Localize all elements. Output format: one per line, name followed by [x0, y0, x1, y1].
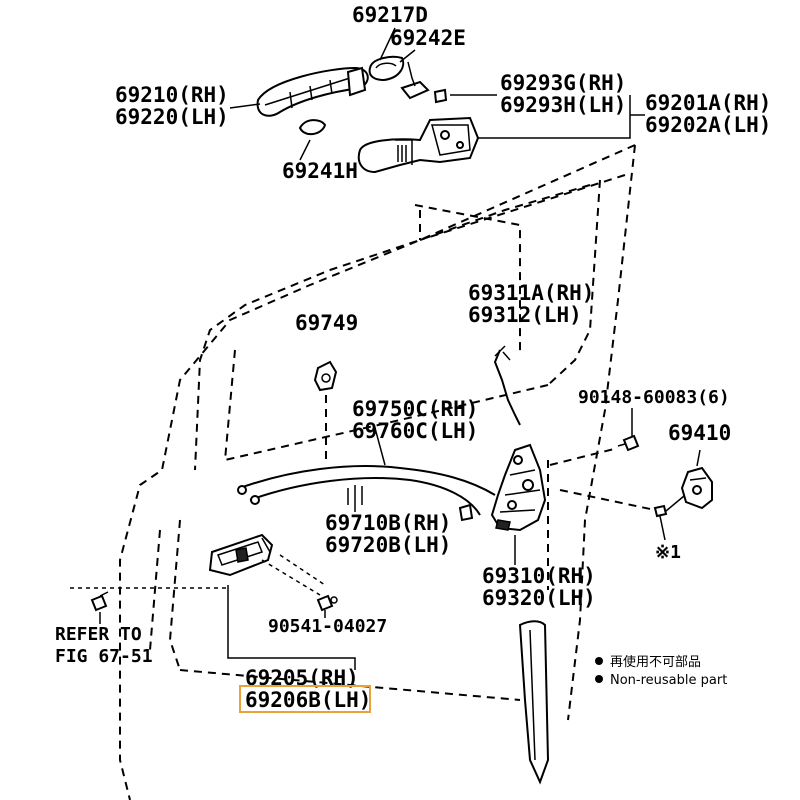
- trim-clip-part: [70, 587, 230, 624]
- label-69710B: 69710B(RH): [325, 511, 451, 535]
- label-69312: 69312(LH): [468, 303, 582, 327]
- control-cable-part: [237, 427, 496, 522]
- label-69206B: 69206B(LH): [245, 688, 371, 712]
- label-69220: 69220(LH): [115, 105, 229, 129]
- striker-part: [559, 449, 713, 541]
- label-69720B: 69720B(LH): [325, 533, 451, 557]
- label-69320: 69320(LH): [482, 586, 596, 610]
- door-guide-part: [518, 460, 550, 785]
- legend-bullet-icon: [595, 675, 603, 683]
- label-mark1: ※1: [655, 542, 681, 563]
- label-69750C: 69750C(RH): [352, 397, 478, 421]
- label-69749: 69749: [295, 311, 358, 335]
- label-69760C: 69760C(LH): [352, 419, 478, 443]
- label-69242E: 69242E: [390, 26, 466, 50]
- lock-rod-part: [493, 345, 521, 426]
- label-69217D: 69217D: [352, 3, 428, 27]
- label-refer-to: REFER TO: [55, 624, 142, 645]
- leader-lines-top: [229, 27, 645, 161]
- label-69311A: 69311A(RH): [468, 281, 594, 305]
- label-69293G: 69293G(RH): [500, 71, 626, 95]
- highlight-box: [239, 685, 371, 713]
- legend: 再使用不可部品 Non-reusable part: [595, 654, 727, 688]
- label-fig: FIG 67-51: [55, 646, 153, 667]
- handle-frame-part: [357, 88, 480, 174]
- inside-handle-screw-part: [316, 594, 338, 618]
- label-69201A: 69201A(RH): [645, 91, 771, 115]
- label-69310: 69310(RH): [482, 564, 596, 588]
- label-69202A: 69202A(LH): [645, 113, 771, 137]
- label-90541: 90541-04027: [268, 616, 387, 637]
- outside-handle-part: [256, 66, 369, 117]
- label-69241H: 69241H: [282, 159, 358, 183]
- label-90148: 90148-60083(6): [578, 387, 730, 408]
- legend-bullet-icon: [595, 657, 603, 665]
- legend-en: Non-reusable part: [610, 673, 727, 688]
- handle-pad-part: [298, 119, 327, 136]
- label-69293H: 69293H(LH): [500, 93, 626, 117]
- door-panel-outline: [119, 144, 636, 800]
- handle-cap-part: [368, 55, 430, 100]
- door-lock-part: [490, 443, 547, 565]
- legend-jp: 再使用不可部品: [610, 654, 701, 670]
- cable-clip-part: [313, 360, 338, 465]
- label-69210: 69210(RH): [115, 83, 229, 107]
- label-69410: 69410: [668, 421, 731, 445]
- inside-handle-part: [208, 533, 356, 670]
- striker-screw-part: [549, 408, 640, 466]
